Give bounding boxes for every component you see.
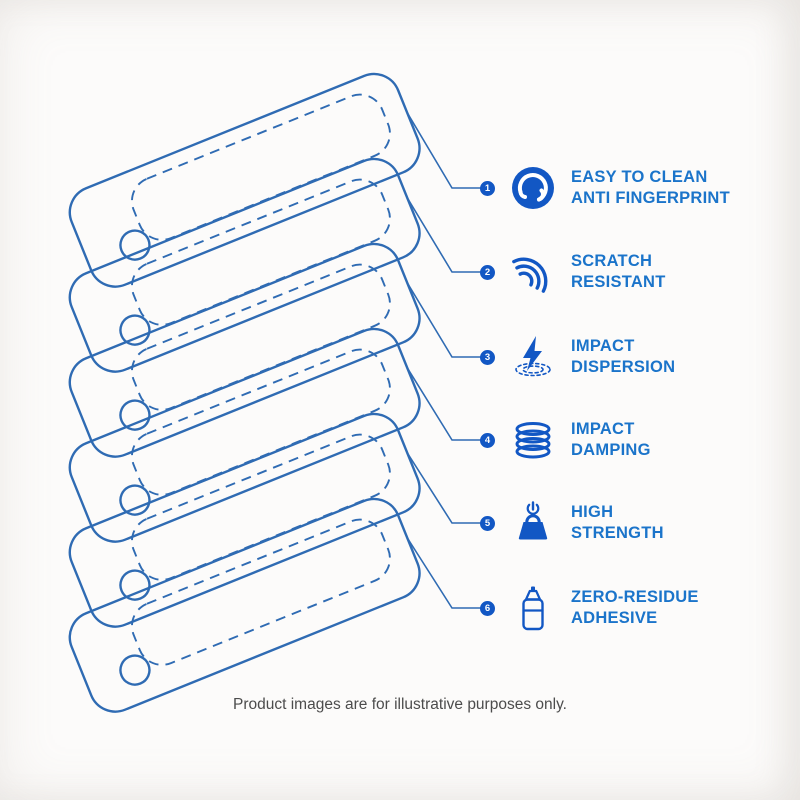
scratch-arcs-icon — [510, 249, 556, 295]
adhesive-bottle-icon — [510, 585, 556, 631]
feature-label: IMPACT DISPERSION — [571, 336, 675, 379]
feature-label-line1: IMPACT — [571, 419, 635, 438]
feature-label: EASY TO CLEAN ANTI FINGERPRINT — [571, 167, 730, 210]
feature-impact-damping: 4 IMPACT DAMPING — [480, 414, 651, 466]
feature-label-line1: HIGH — [571, 502, 614, 521]
feature-zero-residue-adhesive: 6 ZERO-RESIDUE ADHESIVE — [480, 582, 699, 634]
feature-label: ZERO-RESIDUE ADHESIVE — [571, 587, 699, 630]
connector-line-6 — [407, 538, 481, 609]
damping-coil-icon — [510, 417, 556, 463]
feature-number-badge: 5 — [480, 515, 495, 531]
feature-label-line2: DAMPING — [571, 441, 651, 459]
feature-label-line2: RESISTANT — [571, 273, 666, 291]
feature-label: IMPACT DAMPING — [571, 419, 651, 462]
connector-lines — [407, 113, 481, 609]
feature-label: SCRATCH RESISTANT — [571, 251, 666, 294]
feature-number-badge: 4 — [480, 432, 495, 448]
protector-layers — [60, 64, 429, 721]
connector-line-2 — [407, 198, 481, 273]
feature-label-line2: DISPERSION — [571, 358, 676, 376]
feature-label-line1: SCRATCH — [571, 251, 653, 270]
feature-label-line2: ANTI FINGERPRINT — [571, 189, 730, 207]
connector-line-1 — [407, 113, 481, 189]
connector-line-3 — [407, 283, 481, 358]
feature-easy-to-clean: 1 EASY TO CLEAN ANTI FINGERPRINT — [480, 162, 730, 214]
feature-number-badge: 6 — [480, 600, 495, 616]
feature-scratch-resistant: 2 SCRATCH RESISTANT — [480, 246, 666, 298]
connector-line-5 — [407, 453, 481, 524]
strength-weight-icon — [510, 500, 556, 546]
feature-number-badge: 2 — [480, 264, 495, 280]
feature-label-line2: ADHESIVE — [571, 609, 658, 627]
feature-label: HIGH STRENGTH — [571, 502, 664, 545]
feature-number-badge: 1 — [480, 180, 495, 196]
feature-label-line2: STRENGTH — [571, 524, 664, 542]
feature-label-line1: IMPACT — [571, 336, 635, 355]
feature-label-line1: ZERO-RESIDUE — [571, 587, 699, 606]
feature-high-strength: 5 HIGH STRENGTH — [480, 497, 664, 549]
feature-number-badge: 3 — [480, 349, 495, 365]
connector-line-4 — [407, 368, 481, 441]
feature-impact-dispersion: 3 IMPACT DISPERSION — [480, 331, 675, 383]
feature-label-line1: EASY TO CLEAN — [571, 167, 708, 186]
clean-swirl-icon — [510, 165, 556, 211]
impact-bolt-icon — [510, 334, 556, 380]
disclaimer-text: Product images are for illustrative purp… — [233, 696, 567, 713]
